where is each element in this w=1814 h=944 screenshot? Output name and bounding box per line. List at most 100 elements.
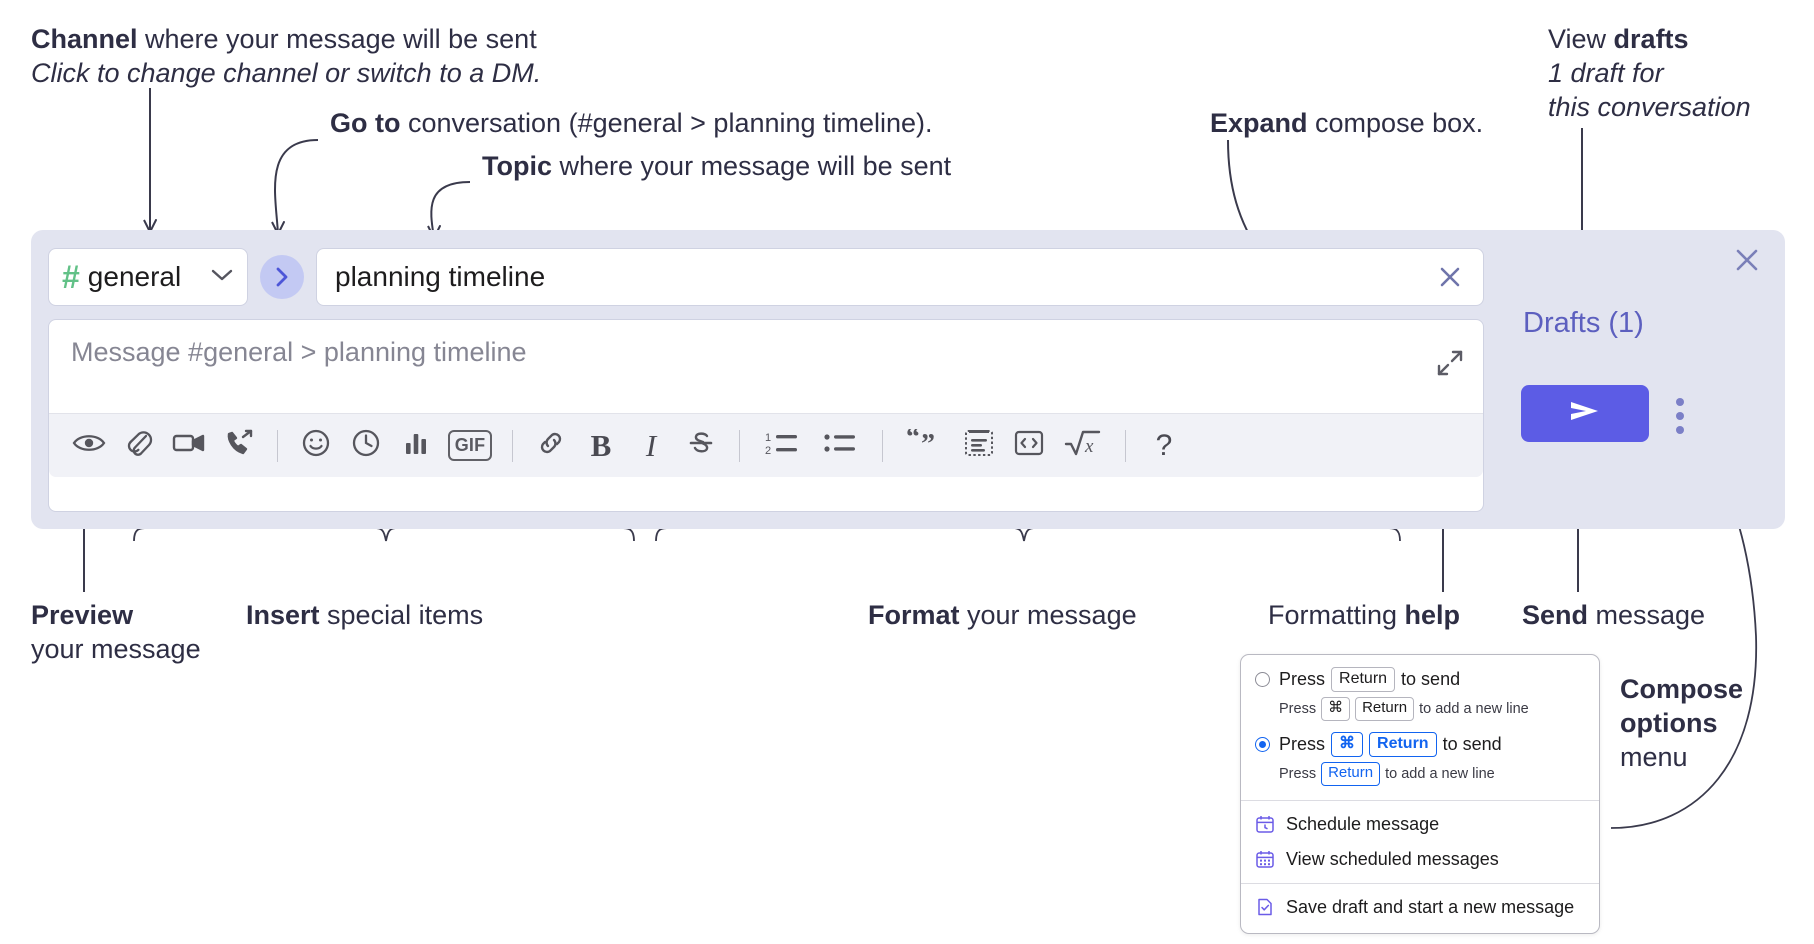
gif-button[interactable]: GIF bbox=[442, 422, 498, 470]
annotation-goto-rest: conversation (#general > planning timeli… bbox=[400, 108, 933, 138]
toolbar-separator bbox=[1125, 429, 1126, 462]
menu-item-view-scheduled-messages[interactable]: View scheduled messages bbox=[1241, 842, 1599, 877]
huddle-button[interactable] bbox=[215, 422, 263, 470]
numbered-list-icon: 1 2 bbox=[765, 429, 799, 462]
key-command: ⌘ bbox=[1331, 731, 1364, 757]
radio-button-selected[interactable] bbox=[1255, 736, 1270, 752]
annotation-drafts-italic1: 1 draft for bbox=[1548, 58, 1664, 89]
opt1-sub-post: to add a new line bbox=[1419, 700, 1529, 717]
bold-button[interactable]: B bbox=[577, 422, 625, 470]
compose-options-menu: Press Return to send Press ⌘ Return to a… bbox=[1240, 654, 1600, 934]
goto-conversation-button[interactable] bbox=[260, 255, 304, 299]
annotation-compose-options: Compose options menu bbox=[1620, 672, 1743, 774]
opt1-post: to send bbox=[1401, 669, 1461, 689]
bold-icon: B bbox=[590, 427, 612, 463]
chevron-right-icon bbox=[273, 266, 291, 288]
drafts-link[interactable]: Drafts (1) bbox=[1523, 307, 1644, 339]
annotation-channel-italic: Click to change channel or switch to a D… bbox=[31, 58, 542, 89]
menu-divider bbox=[1241, 799, 1599, 801]
annotation-expand: Expand compose box. bbox=[1210, 106, 1483, 140]
menu-item-save-draft[interactable]: Save draft and start a new message bbox=[1241, 890, 1599, 925]
compose-widget: # general planning timeline M bbox=[31, 230, 1785, 529]
annotation-expand-bold: Expand bbox=[1210, 108, 1308, 138]
annotation-goto: Go to conversation (#general > planning … bbox=[330, 106, 933, 140]
annotation-channel-bold: Channel bbox=[31, 24, 138, 54]
toolbar-separator bbox=[277, 429, 278, 462]
reminder-button[interactable] bbox=[342, 422, 390, 470]
quote-icon: “ ” bbox=[906, 422, 943, 462]
channel-picker[interactable]: # general bbox=[48, 248, 248, 306]
menu-item-label: Save draft and start a new message bbox=[1286, 896, 1575, 917]
preview-button[interactable] bbox=[65, 422, 113, 470]
formatting-help-button[interactable]: ? bbox=[1140, 422, 1188, 470]
emoji-button[interactable] bbox=[292, 422, 340, 470]
schedule-group: Schedule message View scheduled messages bbox=[1241, 801, 1599, 883]
close-icon[interactable] bbox=[1731, 244, 1763, 281]
annotation-compose-options-bold1: Compose bbox=[1620, 674, 1744, 704]
annotation-compose-options-plain: menu bbox=[1620, 742, 1688, 773]
blockquote-button[interactable]: “ ” bbox=[897, 422, 953, 470]
attach-button[interactable] bbox=[115, 422, 163, 470]
expand-icon[interactable] bbox=[1435, 348, 1465, 378]
annotation-goto-bold: Go to bbox=[330, 108, 401, 138]
poll-button[interactable] bbox=[392, 422, 440, 470]
radio-button-unselected[interactable] bbox=[1255, 672, 1270, 687]
send-option-return-sub: Press ⌘ Return to add a new line bbox=[1241, 694, 1599, 726]
annotation-format: Format your message bbox=[868, 598, 1137, 632]
strikethrough-icon bbox=[687, 428, 715, 463]
bulleted-list-button[interactable] bbox=[812, 422, 868, 470]
topic-value: planning timeline bbox=[335, 261, 546, 292]
menu-divider bbox=[1241, 882, 1599, 884]
inline-code-button[interactable] bbox=[1005, 422, 1053, 470]
compose-context-row: # general planning timeline bbox=[48, 247, 1484, 307]
latex-button[interactable]: x bbox=[1055, 422, 1111, 470]
send-option-group: Press Return to send Press ⌘ Return to a… bbox=[1241, 655, 1599, 800]
annotation-insert-bold: Insert bbox=[246, 600, 320, 630]
opt1-pre: Press bbox=[1279, 669, 1326, 689]
paperclip-icon bbox=[125, 428, 153, 463]
svg-text:x: x bbox=[1084, 436, 1094, 457]
italic-icon: I bbox=[645, 427, 657, 463]
annotation-preview: Preview your message bbox=[31, 598, 201, 666]
annotation-channel: Channel where your message will be sent … bbox=[31, 22, 541, 90]
message-box: Message #general > planning timeline bbox=[48, 319, 1484, 512]
opt2-pre: Press bbox=[1279, 733, 1326, 754]
video-button[interactable] bbox=[165, 422, 213, 470]
annotation-insert: Insert special items bbox=[246, 598, 483, 632]
opt2-sub-pre: Press bbox=[1279, 765, 1317, 782]
eye-icon bbox=[72, 431, 106, 460]
menu-item-label: Schedule message bbox=[1286, 813, 1440, 834]
topic-field[interactable]: planning timeline bbox=[316, 248, 1484, 306]
message-input[interactable]: Message #general > planning timeline bbox=[49, 320, 1483, 413]
link-button[interactable] bbox=[527, 422, 575, 470]
channel-name: general bbox=[87, 261, 182, 292]
annotation-compose-options-bold2: options bbox=[1620, 708, 1718, 739]
svg-text:2: 2 bbox=[765, 445, 771, 457]
annotation-drafts: View drafts 1 draft for this conversatio… bbox=[1548, 22, 1751, 124]
ordered-list-button[interactable]: 1 2 bbox=[754, 422, 810, 470]
video-camera-icon bbox=[172, 431, 206, 460]
compose-side-rail: Drafts (1) bbox=[1501, 230, 1785, 529]
strikethrough-button[interactable] bbox=[677, 422, 725, 470]
annotation-expand-rest: compose box. bbox=[1307, 108, 1484, 138]
menu-item-schedule-message[interactable]: Schedule message bbox=[1241, 807, 1599, 842]
italic-button[interactable]: I bbox=[627, 422, 675, 470]
annotation-format-bold: Format bbox=[868, 600, 960, 630]
send-option-return[interactable]: Press Return to send bbox=[1241, 665, 1599, 694]
brace-format bbox=[655, 527, 1401, 542]
code-brackets-icon bbox=[1014, 429, 1044, 462]
send-option-cmd-return[interactable]: Press ⌘ Return to send bbox=[1241, 730, 1599, 759]
toolbar-separator bbox=[512, 429, 513, 462]
brace-insert bbox=[133, 527, 635, 542]
bar-chart-icon bbox=[402, 430, 430, 461]
send-paper-plane-icon bbox=[1564, 396, 1606, 431]
leader-compose-options bbox=[1610, 485, 1757, 829]
annotation-topic: Topic where your message will be sent bbox=[482, 149, 951, 183]
compose-options-button[interactable] bbox=[1676, 398, 1684, 434]
code-block-button[interactable] bbox=[955, 422, 1003, 470]
close-icon[interactable] bbox=[1433, 260, 1467, 294]
opt2-post: to send bbox=[1442, 733, 1502, 754]
annotation-send: Send message bbox=[1522, 598, 1705, 632]
send-button[interactable] bbox=[1521, 385, 1649, 442]
annotation-help-plain: Formatting bbox=[1268, 600, 1405, 630]
